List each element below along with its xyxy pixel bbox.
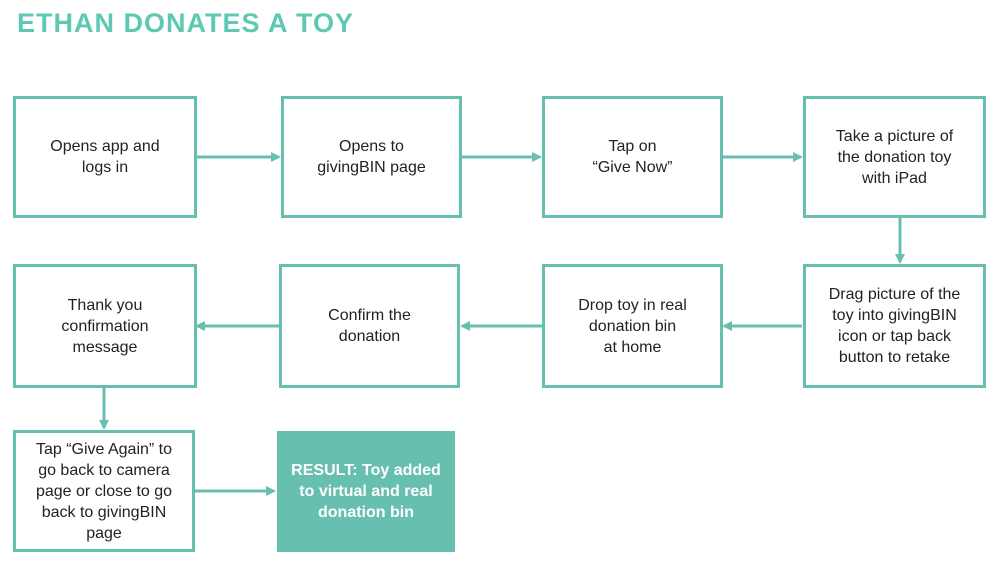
step-5-drag-picture: Drag picture of the toy into givingBIN i… [803,264,986,388]
step-4-take-picture: Take a picture of the donation toy with … [803,96,986,218]
step-7-confirm-donation: Confirm the donation [279,264,460,388]
step-4-label: Take a picture of the donation toy with … [835,127,954,187]
diagram-title: ETHAN DONATES A TOY [17,8,355,38]
step-2-opens-givingbin: Opens to givingBIN page [281,96,462,218]
step-1-opens-app: Opens app and logs in [13,96,197,218]
step-6-drop-toy: Drop toy in real donation bin at home [542,264,723,388]
step-9-give-again: Tap “Give Again” to go back to camera pa… [13,430,195,552]
step-7-label: Confirm the donation [328,307,411,345]
step-6-label: Drop toy in real donation bin at home [578,296,687,356]
result-label: RESULT: Toy added to virtual and real do… [291,462,441,521]
result-box: RESULT: Toy added to virtual and real do… [277,431,455,552]
step-8-thank-you: Thank you confirmation message [13,264,197,388]
step-9-label: Tap “Give Again” to go back to camera pa… [35,440,173,542]
step-3-label: Tap on “Give Now” [592,138,673,176]
step-5-label: Drag picture of the toy into givingBIN i… [828,286,961,366]
step-3-tap-give-now: Tap on “Give Now” [542,96,723,218]
step-1-label: Opens app and logs in [50,138,160,176]
step-8-label: Thank you confirmation message [61,296,149,356]
step-2-label: Opens to givingBIN page [317,138,426,176]
